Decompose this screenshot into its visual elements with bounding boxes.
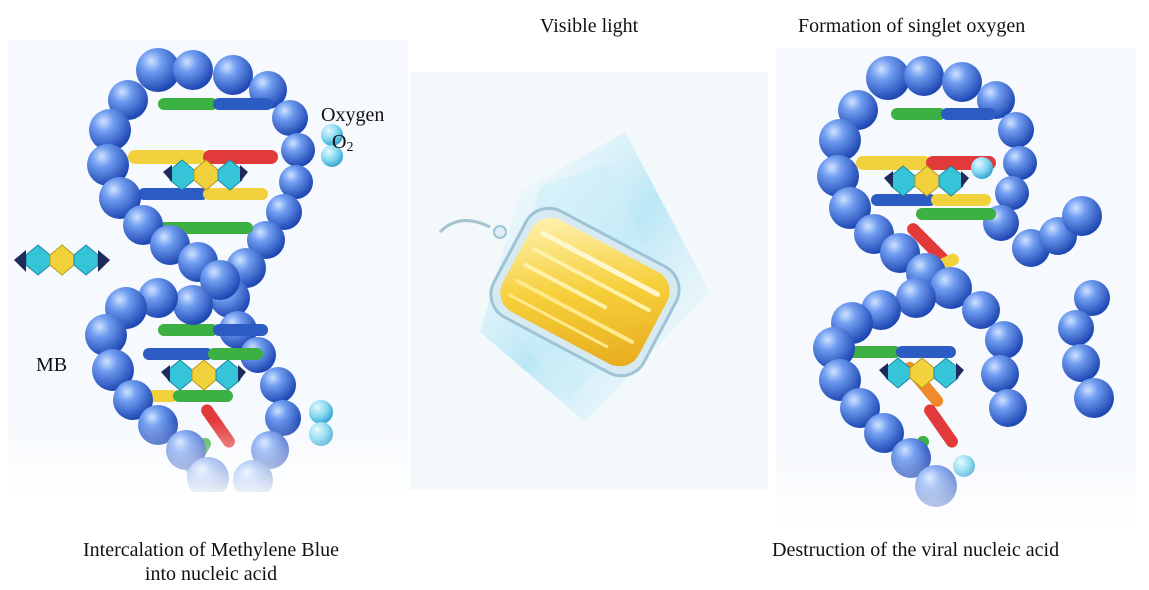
intercalation-caption: Intercalation of Methylene Blue into nuc… bbox=[8, 538, 414, 586]
lamp-illustration bbox=[410, 72, 768, 490]
dna-helix-right bbox=[776, 48, 1136, 526]
visible-light-panel bbox=[410, 72, 768, 490]
mb-label: MB bbox=[36, 353, 67, 377]
o2-symbol: O bbox=[332, 131, 346, 153]
destruction-panel bbox=[776, 48, 1136, 526]
o2-formula-label: O2 bbox=[332, 130, 353, 160]
mb-intercalated-lower bbox=[168, 360, 240, 390]
intercalation-caption-line1: Intercalation of Methylene Blue bbox=[8, 538, 414, 562]
mb-intercalated-upper bbox=[170, 160, 242, 190]
mb-intercalated-lower-right bbox=[886, 358, 958, 388]
oxygen-label: Oxygen bbox=[321, 103, 384, 127]
destruction-caption: Destruction of the viral nucleic acid bbox=[772, 538, 1059, 562]
visible-light-label: Visible light bbox=[540, 14, 638, 38]
o2-subscript: 2 bbox=[346, 140, 353, 155]
mb-intercalated-upper-right bbox=[891, 166, 963, 196]
intercalation-caption-line2: into nucleic acid bbox=[8, 562, 414, 586]
singlet-oxygen-label: Formation of singlet oxygen bbox=[798, 14, 1025, 38]
